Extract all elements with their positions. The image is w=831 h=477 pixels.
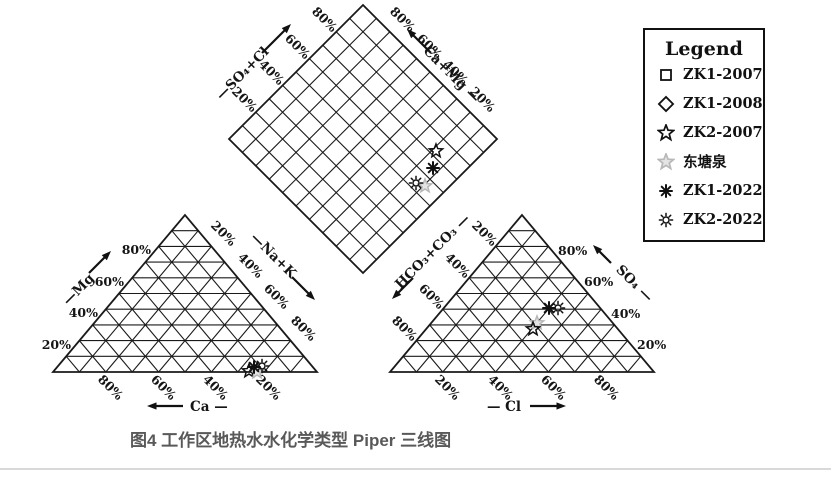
tick-label: 80% xyxy=(309,4,340,35)
zk2-2007-marker-diamond xyxy=(428,143,444,158)
axis-title-hco3-co3: HCO₃+CO₃ — xyxy=(392,211,473,292)
star-icon xyxy=(657,123,675,140)
tick-label: 80% xyxy=(122,242,151,257)
cation-left-ticks: 20% 40% 60% 80% xyxy=(42,242,151,352)
axis-title-mg: —Mg xyxy=(60,270,98,308)
legend-label: 东塘泉 xyxy=(683,154,727,171)
na-k-axis-arrow-icon xyxy=(291,276,318,303)
so4-axis-arrow-icon xyxy=(590,242,612,264)
axis-title-cl: — Cl xyxy=(487,399,521,415)
legend-item-zk1-2022: ZK1-2022 xyxy=(645,176,763,205)
bottom-divider xyxy=(0,468,831,470)
tick-label: 80% xyxy=(387,4,418,35)
tick-label: 20% xyxy=(637,337,666,352)
tick-label: 60% xyxy=(538,372,569,403)
sun-icon xyxy=(658,212,674,227)
tick-label: 80% xyxy=(591,372,622,403)
tick-label: 60% xyxy=(282,31,313,62)
tick-label: 60% xyxy=(261,281,292,312)
tick-label: 20% xyxy=(208,218,239,249)
tick-label: 20% xyxy=(469,218,500,249)
cation-triangle-grid xyxy=(51,213,319,373)
tick-label: 60% xyxy=(95,274,124,289)
zk2-2022-marker-anion xyxy=(550,300,566,316)
legend-item-zk2-2007: ZK2-2007 xyxy=(645,118,763,147)
dongtangquan-marker-diamond xyxy=(417,178,433,193)
ca-mg-axis-arrow-icon xyxy=(404,26,432,54)
tick-label: 80% xyxy=(288,313,319,344)
tick-label: 60% xyxy=(416,281,447,312)
legend-label: ZK2-2007 xyxy=(683,124,763,141)
zk2-2022-marker-diamond xyxy=(408,175,424,191)
tick-label: 20% xyxy=(42,337,71,352)
tick-label: 20% xyxy=(432,372,463,403)
legend-label: ZK1-2007 xyxy=(683,66,763,83)
diamond-icon xyxy=(658,95,674,112)
figure-caption: 图4 工作区地热水水化学类型 Piper 三线图 xyxy=(130,431,452,450)
legend-box: Legend ZK1-2007 ZK1-2008 ZK2-2007 东塘泉 ZK… xyxy=(643,28,765,242)
tick-label: 80% xyxy=(95,372,126,403)
diamond-grid xyxy=(227,3,499,275)
legend-label: ZK1-2008 xyxy=(683,95,763,112)
legend-label: ZK2-2022 xyxy=(683,211,763,228)
legend-label: ZK1-2022 xyxy=(683,182,763,199)
square-icon xyxy=(660,68,672,81)
tick-label: 40% xyxy=(611,306,640,321)
so4-cl-axis-arrow-icon xyxy=(261,21,294,54)
anion-triangle-grid xyxy=(388,213,656,373)
cl-axis-arrow-icon xyxy=(530,402,566,410)
legend-item-zk1-2007: ZK1-2007 xyxy=(645,60,763,89)
asterisk-icon xyxy=(659,183,673,198)
tick-label: 80% xyxy=(558,243,587,258)
zk2-2022-marker-cation xyxy=(254,358,270,374)
hco3-co3-axis-arrow-icon xyxy=(389,277,414,302)
tick-label: 40% xyxy=(69,305,98,320)
legend-item-zk1-2008: ZK1-2008 xyxy=(645,89,763,118)
legend-title: Legend xyxy=(665,38,743,60)
axis-title-so4: SO₄ — xyxy=(613,262,657,306)
axis-title-ca: Ca — xyxy=(190,399,228,415)
legend-item-zk2-2022: ZK2-2022 xyxy=(645,205,763,234)
anion-right-ticks: 80% 60% 40% 20% xyxy=(558,243,666,352)
ca-axis-arrow-icon xyxy=(147,402,183,410)
tick-label: 60% xyxy=(148,372,179,403)
anion-bottom-ticks: 20% 40% 60% 80% xyxy=(432,372,622,403)
legend-item-dongtangquan: 东塘泉 xyxy=(645,147,763,176)
tick-label: 60% xyxy=(584,274,613,289)
tick-label: 80% xyxy=(389,313,420,344)
mg-axis-arrow-icon xyxy=(88,248,114,274)
gray-star-icon xyxy=(657,152,675,169)
zk1-2022-marker-diamond xyxy=(426,161,440,175)
tick-label: 40% xyxy=(442,250,473,281)
